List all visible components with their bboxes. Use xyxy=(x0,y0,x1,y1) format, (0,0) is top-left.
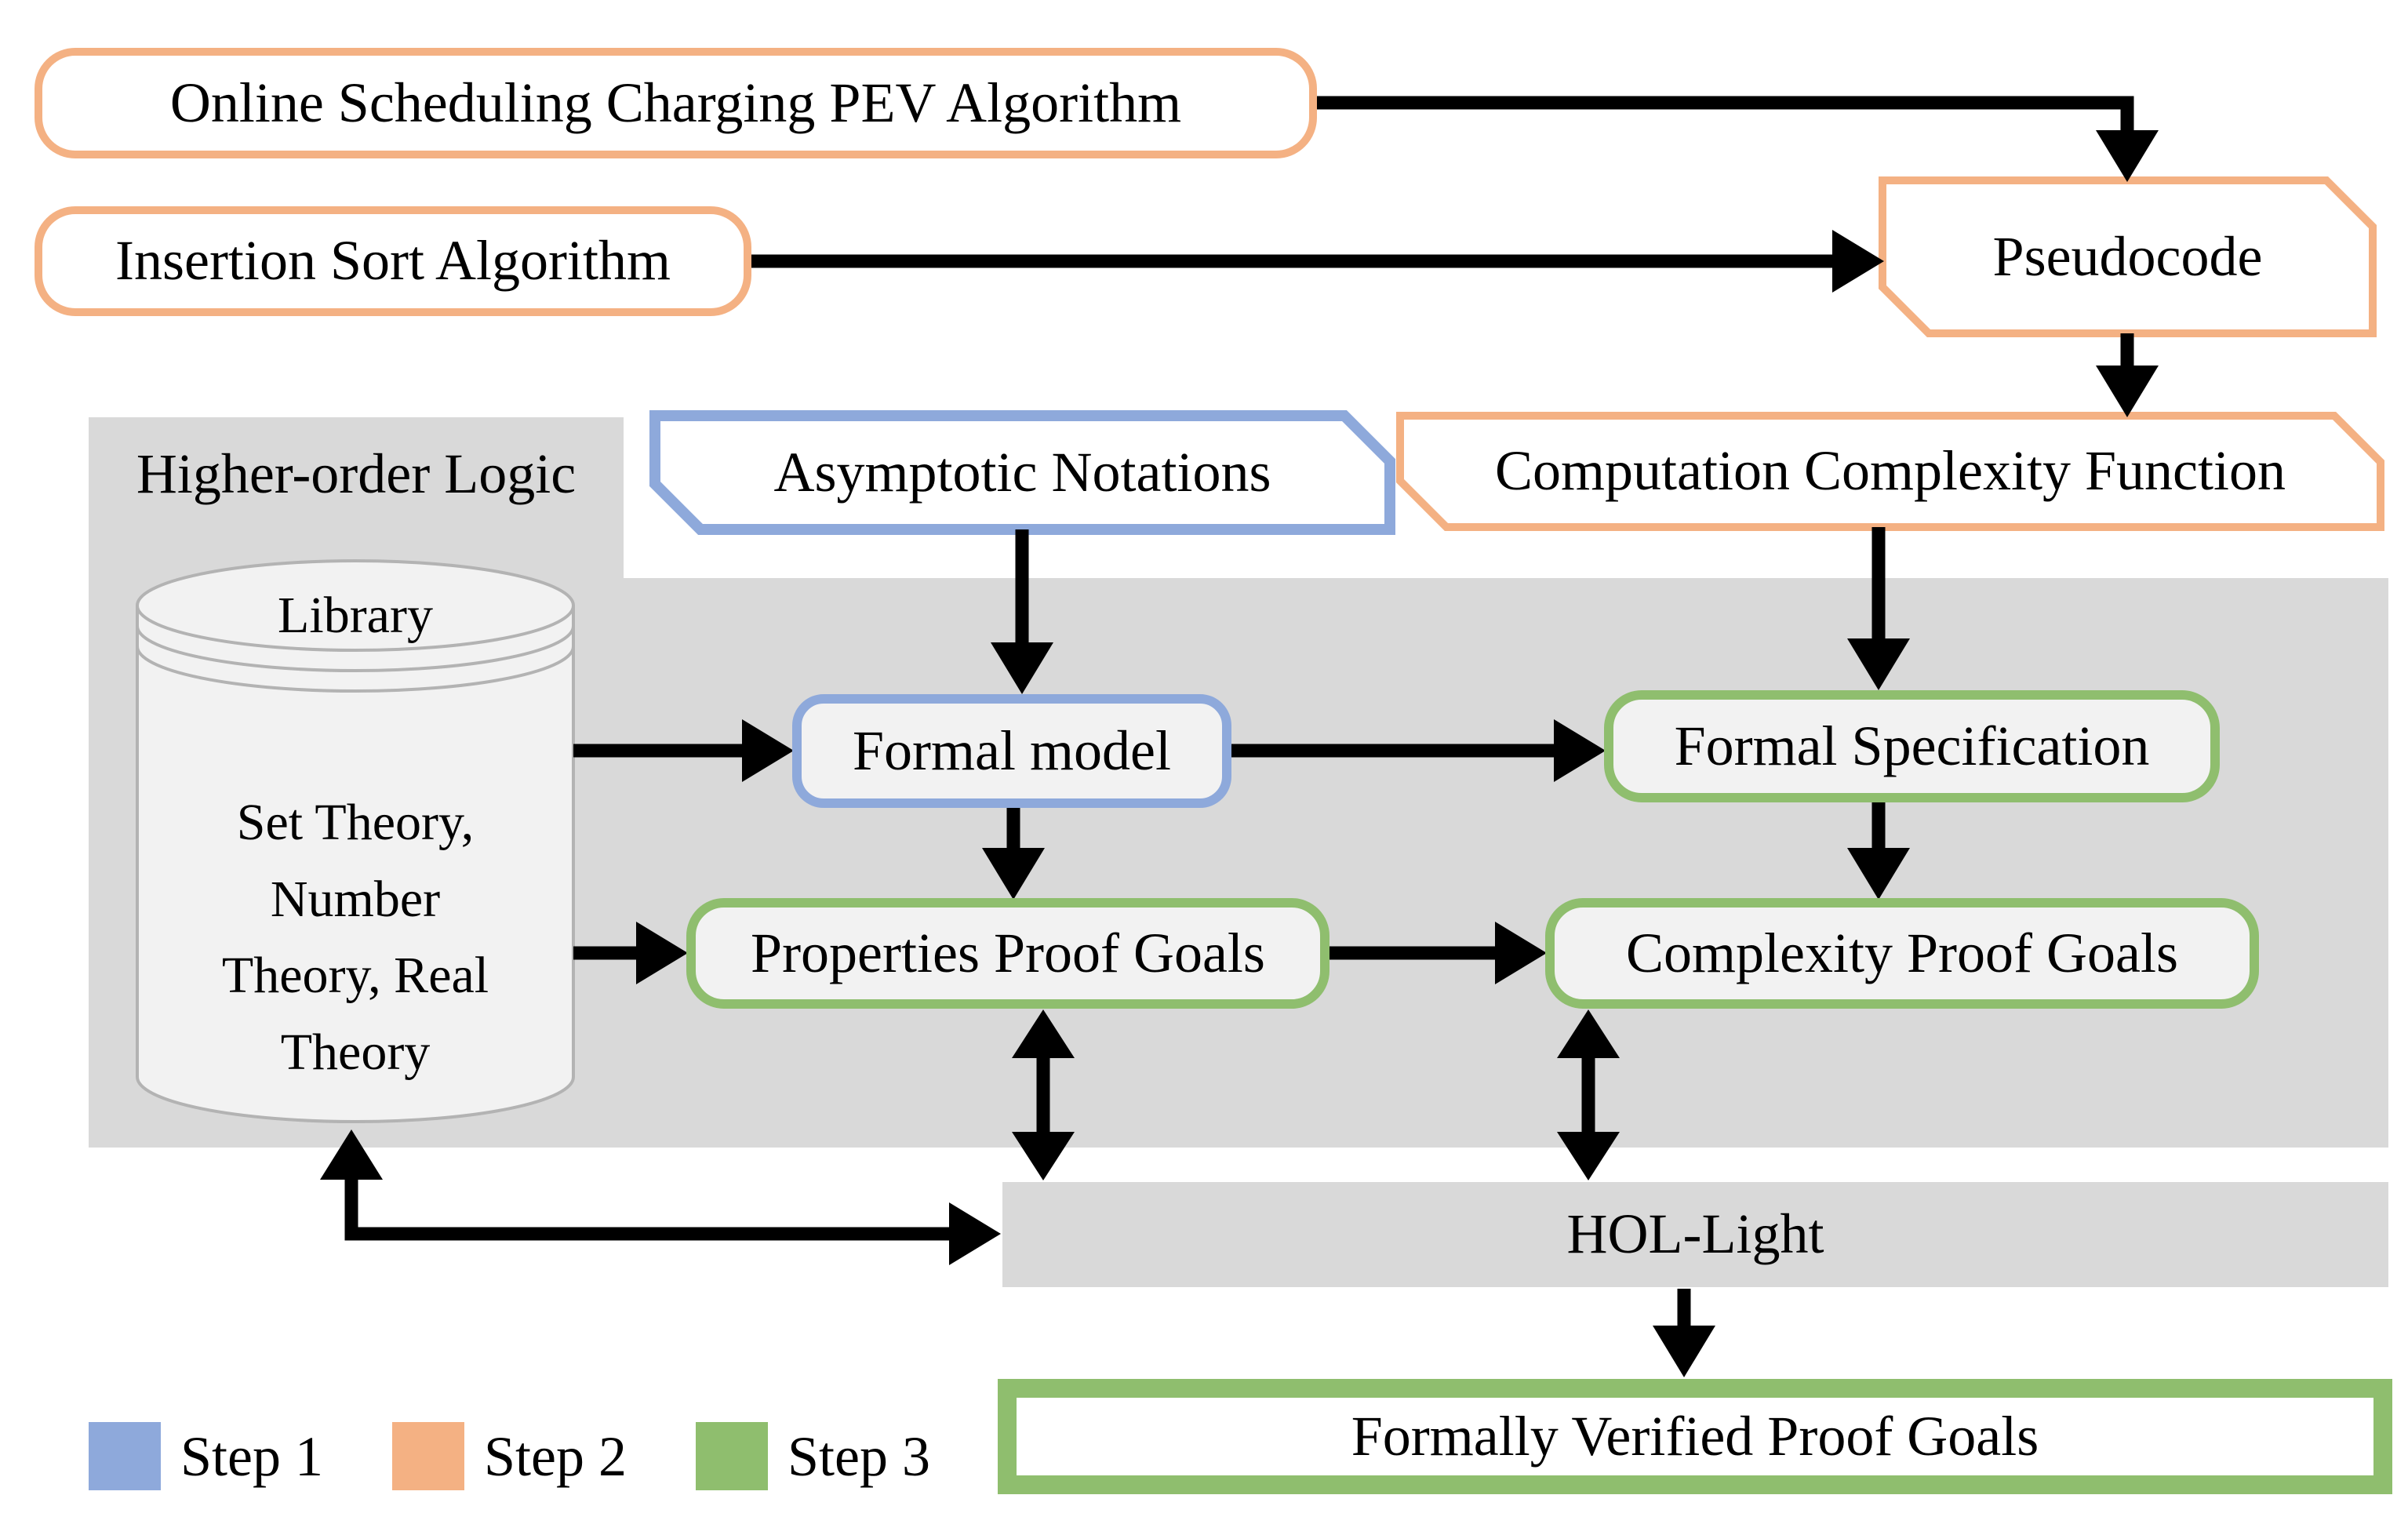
arrow-library-to-properties xyxy=(573,922,688,984)
region-label: Higher-order Logic xyxy=(136,442,577,506)
computation-complexity-card-shape xyxy=(1396,412,2384,531)
legend-swatch-step2 xyxy=(392,1422,464,1490)
library-theories-text: Set Theory, Number Theory, Real Theory xyxy=(191,784,520,1091)
library-cylinder-shape xyxy=(136,559,575,1123)
legend-text: Step 2 xyxy=(484,1424,627,1488)
node-label: Formally Verified Proof Goals xyxy=(1351,1404,2039,1468)
node-label: Pseudocode xyxy=(1992,224,2263,288)
double-arrow-complexity-hol-light xyxy=(1557,1009,1620,1180)
node-label: Insertion Sort Algorithm xyxy=(115,229,671,293)
arrow-insertion-to-pseudocode xyxy=(751,230,1884,293)
node-label: Complexity Proof Goals xyxy=(1626,921,2178,984)
node-label: Online Scheduling Charging PEV Algorithm xyxy=(169,71,1182,134)
node-asymptotic-notations-label: Asymptotic Notations xyxy=(655,416,1390,529)
node-pseudocode-label: Pseudocode xyxy=(1882,180,2373,333)
arrow-online-to-pseudocode xyxy=(1317,96,2159,182)
legend-swatch-step3 xyxy=(696,1422,768,1490)
legend-label-step1: Step 1 xyxy=(180,1422,323,1490)
higher-order-logic-label-region xyxy=(89,417,624,578)
arrow-complexity-function-to-formal-spec xyxy=(1847,527,1910,690)
hol-light-label: HOL-Light xyxy=(1002,1182,2388,1287)
node-label: Computation Complexity Function xyxy=(1495,439,2286,503)
arrow-library-to-formal-model xyxy=(573,719,794,782)
arrow-hol-light-to-verified-goals xyxy=(1653,1289,1715,1377)
arrow-properties-to-complexity-goals xyxy=(1329,922,1547,984)
arrow-formal-model-to-formal-spec xyxy=(1231,719,1606,782)
double-arrow-properties-hol-light xyxy=(1012,1009,1075,1180)
node-computation-complexity-label: Computation Complexity Function xyxy=(1400,416,2381,527)
library-title: Library xyxy=(198,590,512,642)
legend-text: Step 1 xyxy=(180,1424,324,1488)
node-online-scheduling-algorithm: Online Scheduling Charging PEV Algorithm xyxy=(35,48,1317,158)
asymptotic-notations-card-shape xyxy=(649,410,1395,535)
node-formal-specification: Formal Specification xyxy=(1604,690,2220,802)
node-insertion-sort-algorithm: Insertion Sort Algorithm xyxy=(35,206,751,316)
node-formally-verified-proof-goals: Formally Verified Proof Goals xyxy=(998,1379,2392,1494)
legend-text: Step 3 xyxy=(788,1424,931,1488)
arrow-asymptotic-to-formal-model xyxy=(991,529,1053,694)
node-label: Formal Specification xyxy=(1674,714,2150,777)
node-label: Library xyxy=(278,587,433,644)
legend-label-step2: Step 2 xyxy=(484,1422,627,1490)
legend-swatch-step1 xyxy=(89,1422,161,1490)
node-properties-proof-goals: Properties Proof Goals xyxy=(686,898,1329,1009)
node-label: Properties Proof Goals xyxy=(751,921,1265,984)
hol-light-bar xyxy=(1002,1182,2388,1287)
arrow-pseudocode-to-complexity-function xyxy=(2096,333,2159,417)
arrow-formal-model-to-properties xyxy=(982,808,1045,900)
node-label: Asymptotic Notations xyxy=(773,440,1271,504)
node-label: HOL-Light xyxy=(1566,1202,1824,1266)
arrow-formal-spec-to-complexity-goals xyxy=(1847,802,1910,900)
legend-label-step3: Step 3 xyxy=(788,1422,930,1490)
node-label: Set Theory, Number Theory, Real Theory xyxy=(221,794,489,1082)
node-complexity-proof-goals: Complexity Proof Goals xyxy=(1545,898,2259,1009)
node-label: Formal model xyxy=(853,718,1171,782)
higher-order-logic-title: Higher-order Logic xyxy=(89,427,624,522)
pseudocode-card-shape xyxy=(1879,176,2377,337)
elbow-arrow-hol-light-library xyxy=(320,1129,1001,1265)
node-formal-model: Formal model xyxy=(792,694,1231,808)
